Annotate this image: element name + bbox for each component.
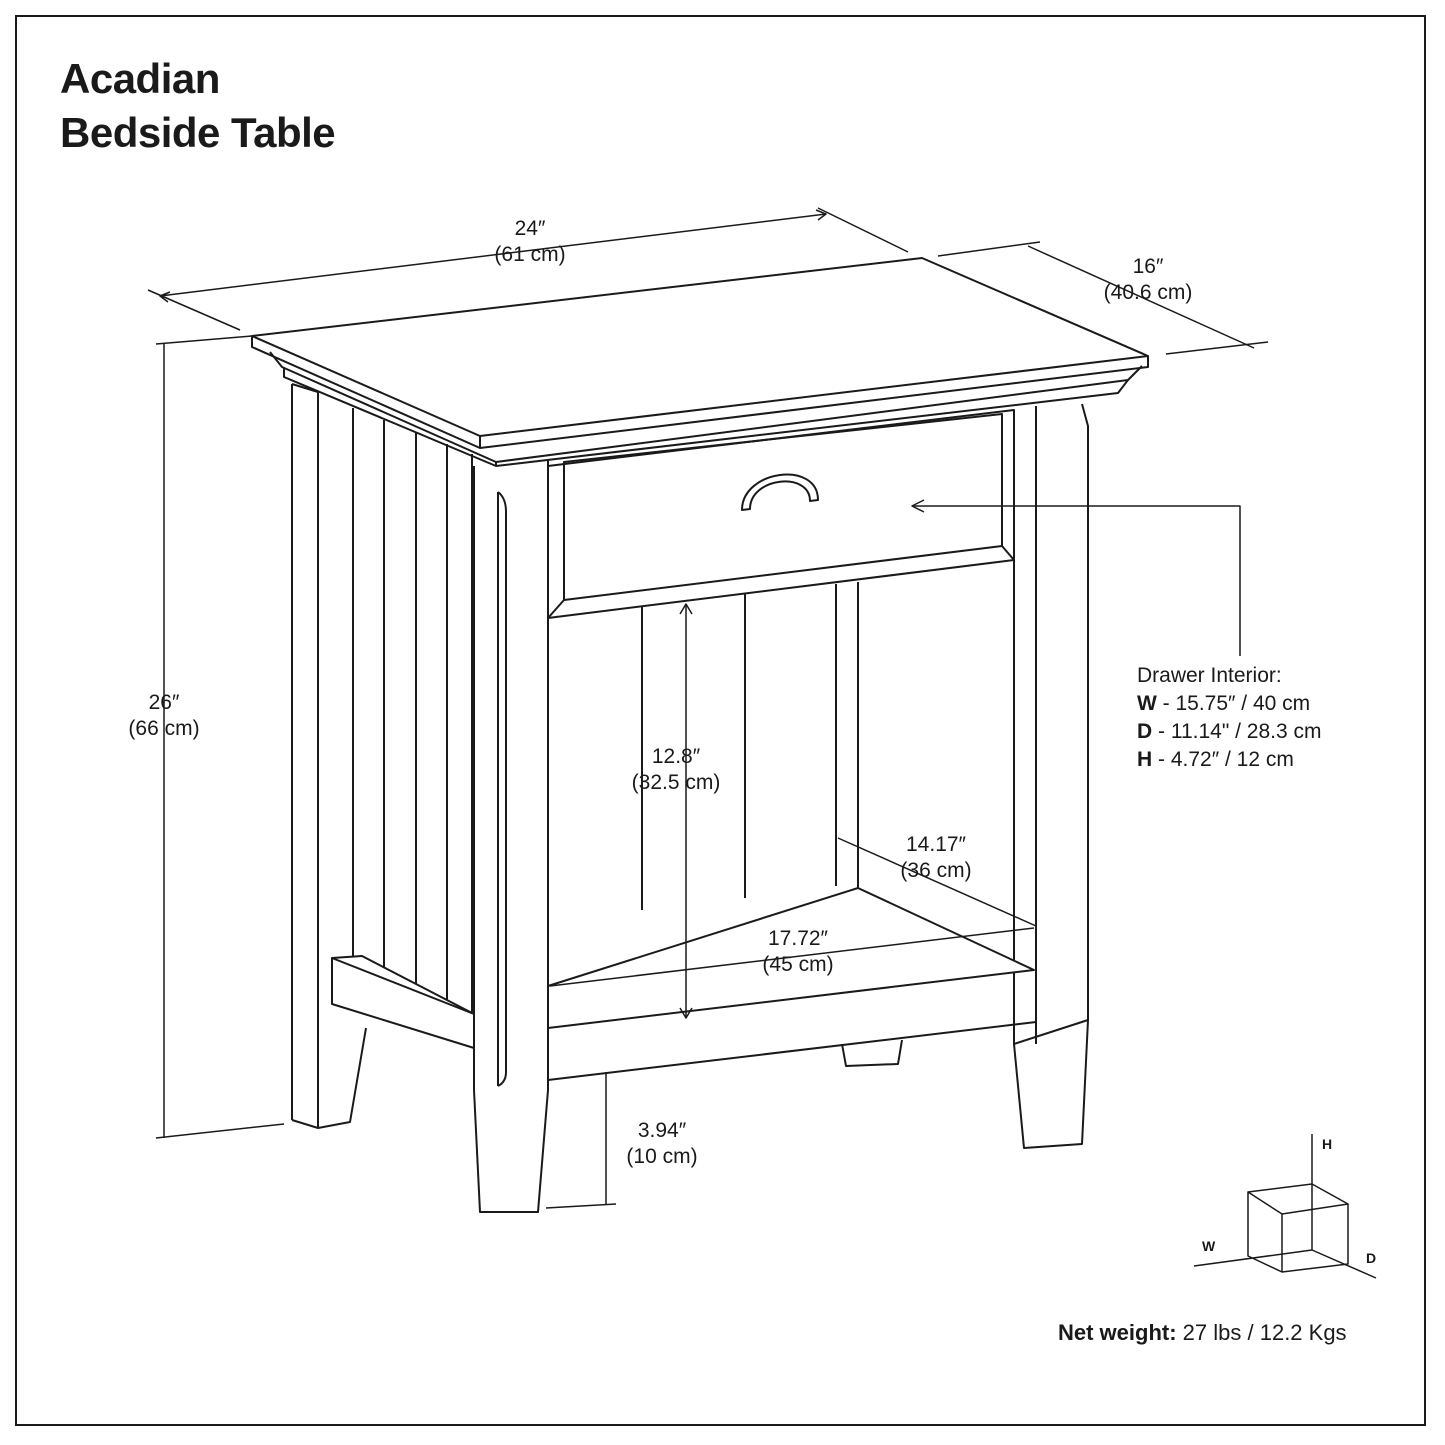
drawer-pull-handle [741,473,819,511]
axes-legend-cube [1193,1134,1377,1279]
shelf-clearance-cm: (32.5 cm) [631,771,721,794]
shelf-clearance-label: 12.8″ (32.5 cm) [616,744,736,796]
leg-height-cm: (10 cm) [626,1145,698,1168]
left-side-panel [291,383,475,1129]
drawer-interior-specs: Drawer Interior: W - 15.75″ / 40 cm D - … [1137,662,1321,774]
leg-height-inches: 3.94″ [637,1119,687,1142]
front-left-leg [473,460,549,1213]
diagram-frame [15,15,1426,1426]
width-dimension-label: 24″ (61 cm) [470,216,590,268]
height-inches: 26″ [148,691,180,714]
back-slats [641,420,1015,970]
dimension-lines [147,207,1269,1209]
drawer-depth-row: D - 11.14" / 28.3 cm [1137,720,1322,743]
shelf-width-cm: (45 cm) [762,953,834,976]
leg-height-label: 3.94″ (10 cm) [602,1118,722,1170]
product-title: Acadian Bedside Table [60,52,336,160]
net-weight: Net weight: 27 lbs / 12.2 Kgs [1058,1320,1347,1345]
shelf-width-inches: 17.72″ [768,927,828,950]
shelf-width-label: 17.72″ (45 cm) [738,926,858,978]
title-line-1: Acadian [60,55,220,102]
drawer-height-row: H - 4.72″ / 12 cm [1137,748,1294,771]
shelf-depth-label: 14.17″ (36 cm) [876,832,996,884]
table-top [251,257,1149,467]
depth-inches: 16″ [1132,255,1164,278]
drawer [547,409,1015,619]
width-cm: (61 cm) [494,243,566,266]
drawer-width-row: W - 15.75″ / 40 cm [1137,692,1311,715]
shelf-clearance-inches: 12.8″ [651,745,701,768]
depth-cm: (40.6 cm) [1103,281,1193,304]
back-legs [317,1027,903,1129]
width-inches: 24″ [514,217,546,240]
front-right-leg [1013,403,1089,1149]
height-cm: (66 cm) [128,717,200,740]
bottom-shelf [547,887,1037,1081]
drawer-interior-heading: Drawer Interior: [1137,664,1282,687]
title-line-2: Bedside Table [60,109,336,156]
axis-d-label: D [1366,1250,1377,1266]
axis-h-label: H [1322,1136,1333,1152]
height-dimension-label: 26″ (66 cm) [104,690,224,742]
shelf-depth-cm: (36 cm) [900,859,972,882]
axis-w-label: W [1202,1238,1216,1254]
depth-dimension-label: 16″ (40.6 cm) [1088,254,1208,306]
shelf-depth-inches: 14.17″ [906,833,966,856]
